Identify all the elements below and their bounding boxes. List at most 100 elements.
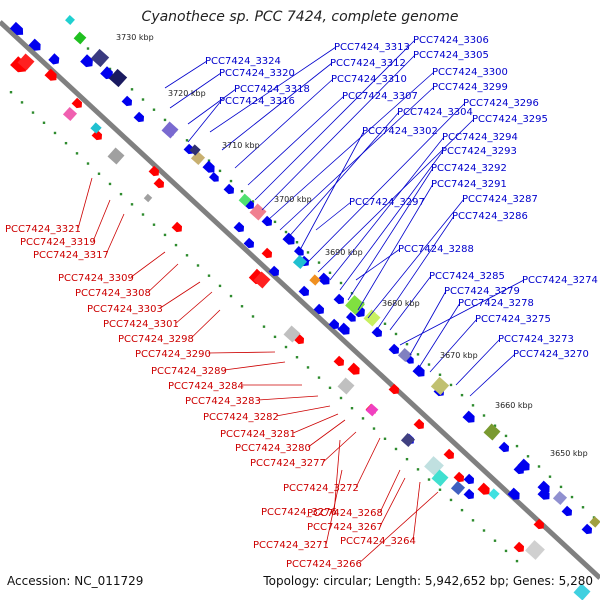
backbone-line — [0, 20, 600, 580]
tick-dot-outer-minus — [251, 315, 255, 318]
minus-side-blue-gene — [463, 473, 474, 485]
minus-strand-gene-arrow — [153, 177, 164, 189]
plus-gene-label: PCC7424_3299 — [432, 82, 508, 93]
plus-strand-colored-gene — [363, 309, 381, 327]
tick-dot-outer-minus — [152, 223, 156, 226]
plus-label-leader — [279, 86, 435, 231]
tick-dot-outer-plus — [152, 108, 156, 111]
minus-label-leader — [92, 199, 111, 242]
plus-strand-colored-gene — [90, 48, 110, 68]
minus-gene-label: PCC7424_3289 — [151, 366, 227, 377]
minus-gene-label: PCC7424_3281 — [220, 429, 296, 440]
plus-gene-label: PCC7424_3274 — [522, 275, 598, 286]
minus-label-leader — [379, 477, 406, 527]
minus-strand-colored-gene — [400, 432, 416, 448]
plus-label-leader — [209, 46, 337, 133]
minus-side-blue-gene — [537, 487, 550, 500]
plus-gene-label: PCC7424_3296 — [463, 98, 539, 109]
tick-dot-outer-minus — [53, 131, 57, 135]
tick-dot-outer-minus — [174, 243, 178, 247]
minus-strand-gene-arrow — [347, 362, 360, 375]
plus-label-leader — [357, 183, 434, 311]
minus-side-blue-gene — [268, 265, 279, 277]
plus-strand-colored-gene — [161, 121, 179, 139]
tick-dot-outer-plus — [141, 98, 145, 101]
scale-tick-label: 3680 kbp — [382, 299, 420, 308]
plus-gene-label: PCC7424_3286 — [452, 211, 528, 222]
plus-strand-colored-gene — [589, 516, 600, 528]
minus-label-leader — [147, 263, 179, 293]
plus-strand-gene-arrow — [243, 198, 254, 210]
plus-strand-colored-gene — [249, 203, 267, 221]
minus-gene-label: PCC7424_3264 — [340, 536, 416, 547]
plus-strand-gene-arrow — [404, 354, 414, 364]
plus-strand-gene-arrow — [412, 364, 425, 377]
plus-strand-colored-gene — [189, 144, 201, 156]
plus-gene-label: PCC7424_3316 — [219, 96, 295, 107]
plus-strand-gene-arrow — [317, 272, 330, 285]
tick-dot-outer-minus — [372, 427, 376, 430]
accession-info: Accession: NC_011729 — [7, 574, 143, 588]
minus-side-blue-gene — [328, 318, 339, 330]
label-layer: PCC7424_3324PCC7424_3320PCC7424_3318PCC7… — [5, 35, 598, 570]
tick-dot-outer-minus — [108, 182, 112, 186]
plus-label-leader — [267, 71, 435, 221]
tick-dot-outer-minus — [405, 457, 409, 461]
plus-label-leader — [317, 118, 475, 273]
tick-dot-outer-minus — [141, 213, 145, 216]
minus-side-blue-gene — [233, 221, 244, 233]
tick-dot-outer-plus — [416, 353, 420, 356]
length-label: Length: — [375, 574, 422, 588]
minus-strand-colored-gene — [450, 480, 466, 496]
feature-layer — [9, 15, 600, 600]
tick-dot-outer-minus — [515, 559, 519, 563]
tick-dot-outer-minus — [262, 325, 266, 328]
plus-strand-colored-gene — [309, 274, 321, 286]
minus-label-leader — [307, 419, 346, 448]
tick-dot-outer-minus — [273, 335, 277, 339]
tick-dot-outer-plus — [306, 251, 310, 254]
tick-dot-outer-plus — [559, 485, 563, 489]
minus-strand-gene-arrow — [261, 247, 272, 259]
plus-gene-label: PCC7424_3300 — [432, 67, 508, 78]
minus-strand-gene-arrow — [71, 97, 82, 109]
tick-dot-outer-plus — [218, 169, 222, 173]
plus-strand-gene-arrow — [498, 441, 509, 453]
plus-gene-label: PCC7424_3305 — [413, 50, 489, 61]
plus-strand-gene-arrow — [28, 38, 41, 51]
genes-value: 5,280 — [558, 574, 593, 588]
plus-label-leader — [377, 215, 455, 329]
plus-strand-gene-arrow — [209, 172, 219, 182]
plus-label-leader — [307, 102, 466, 263]
plus-label-leader — [429, 318, 478, 373]
minus-strand-gene-arrow — [171, 221, 182, 233]
plus-gene-label: PCC7424_3302 — [362, 126, 438, 137]
plus-strand-colored-gene — [292, 254, 308, 270]
minus-side-blue-gene — [507, 487, 520, 500]
map-title: Cyanothece sp. PCC 7424, complete genome — [141, 9, 459, 25]
genes-label: Genes: — [512, 574, 555, 588]
plus-gene-label: PCC7424_3291 — [431, 179, 507, 190]
plus-strand-colored-gene — [345, 295, 365, 315]
plus-strand-gene-arrow — [371, 326, 382, 338]
plus-strand-gene-arrow — [282, 232, 295, 245]
minus-gene-label: PCC7424_3290 — [135, 349, 211, 360]
tick-dot-outer-plus — [581, 506, 585, 509]
plus-strand-gene-arrow — [48, 53, 60, 65]
tick-dot-outer-minus — [504, 549, 508, 553]
tick-dot-outer-plus — [449, 383, 453, 387]
scale-tick-label: 3650 kbp — [550, 449, 588, 458]
tick-dot-outer-minus — [306, 366, 310, 369]
plus-label-leader — [315, 201, 352, 231]
tick-dot-outer-minus — [339, 396, 343, 400]
plus-gene-label: PCC7424_3285 — [429, 271, 505, 282]
plus-label-leader — [187, 88, 237, 125]
plus-label-leader — [455, 338, 501, 386]
plus-label-leader — [254, 39, 416, 201]
minus-gene-label: PCC7424_3283 — [185, 396, 261, 407]
plus-gene-label: PCC7424_3306 — [413, 35, 489, 46]
genome-summary: Topology: circular; Length: 5,942,652 bp… — [263, 574, 593, 588]
plus-strand-colored-gene — [483, 423, 501, 441]
tick-dot-outer-plus — [537, 465, 541, 468]
